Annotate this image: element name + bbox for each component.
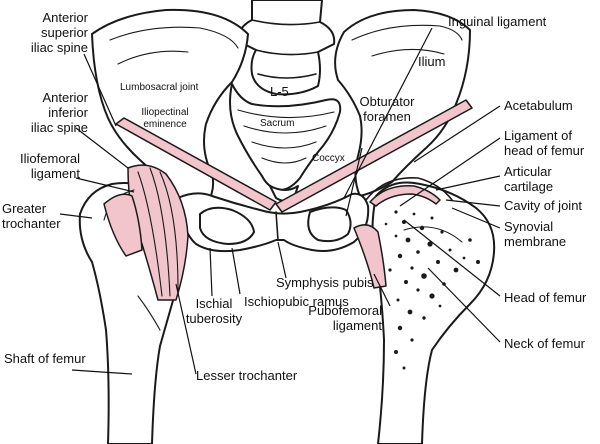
label-acetabulum: Acetabulum (504, 98, 573, 113)
label-inguinal-ligament: Inguinal ligament (448, 14, 547, 29)
label-neck-of-femur: Neck of femur (504, 336, 585, 351)
leader-lines (59, 27, 501, 375)
label-greater-trochanter: Greater trochanter (2, 201, 61, 231)
obturator-foramen-right (307, 206, 352, 243)
label-symphysis-pubis: Symphysis pubis (276, 275, 374, 290)
label-anterior-superior-iliac-spine: Anterior superior iliac spine (30, 10, 88, 55)
iliofemoral-ligament-lateral (103, 193, 143, 257)
label-head-of-femur: Head of femur (504, 290, 587, 305)
label-ilium: Ilium (418, 54, 446, 69)
label-synovial-membrane: Synovial membrane (504, 219, 567, 249)
lumbar-vertebra-l5 (238, 0, 336, 96)
label-pubofemoral-ligament: Pubofemoral ligament (308, 303, 382, 333)
label-coccyx: Coccyx (312, 153, 345, 164)
label-cavity-of-joint: Cavity of joint (504, 198, 583, 213)
label-iliofemoral-ligament: Iliofemoral ligament (20, 151, 80, 181)
label-shaft-of-femur: Shaft of femur (4, 351, 86, 366)
label-l5: L-5 (270, 84, 289, 99)
label-ligament-of-head-of-femur: Ligament of head of femur (504, 128, 585, 158)
label-ischial-tuberosity: Ischial tuberosity (185, 296, 243, 326)
acetabulum-rim (365, 177, 453, 201)
label-ischiopubic-ramus: Ischiopubic ramus (244, 294, 349, 309)
right-femur (371, 181, 496, 444)
label-lesser-trochanter: Lesser trochanter (196, 368, 298, 383)
label-anterior-inferior-iliac-spine: Anterior inferior iliac spine (30, 90, 88, 135)
pubofemoral-ligament (353, 224, 387, 289)
label-lumbosacral-joint: Lumbosacral joint (120, 82, 199, 93)
label-iliopectinal-eminence: Iliopectinal eminence (141, 107, 189, 130)
sacrum (229, 83, 342, 191)
pubic-bones (177, 192, 370, 253)
obturator-foramen-left (199, 206, 255, 245)
label-obturator-foramen: Obturator foramen (359, 94, 415, 124)
inguinal-ligament-right (275, 99, 473, 213)
label-sacrum: Sacrum (260, 118, 295, 129)
label-articular-cartilage: Articular cartilage (504, 164, 554, 194)
inguinal-ligament-left (115, 117, 277, 211)
cancellous-bone-texture (384, 210, 480, 370)
